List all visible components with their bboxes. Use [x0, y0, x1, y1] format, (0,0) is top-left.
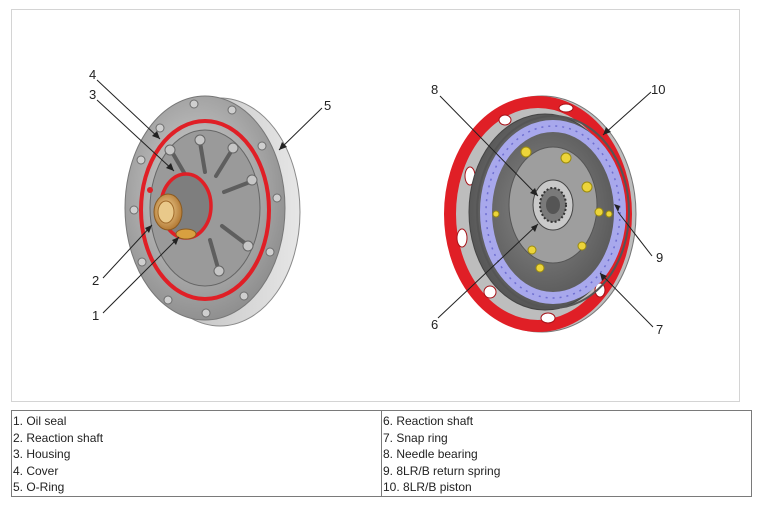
leader-lines: [96, 79, 654, 328]
pump-assembly-right: [444, 95, 637, 333]
callout-7: 7: [656, 322, 663, 337]
legend-item-reaction-shaft: 2. Reaction shaft: [13, 430, 104, 445]
legend-item-oil-seal: 1. Oil seal: [13, 414, 67, 428]
legend-left-cell: 1. Oil seal 2. Reaction shaft 3. Housing…: [11, 410, 382, 497]
callout-4: 4: [89, 67, 96, 82]
callout-2: 2: [92, 273, 99, 288]
callout-1: 1: [92, 308, 99, 323]
exploded-diagram: 4 3 5 2 1 8 10 9 6 7: [89, 67, 665, 337]
cover-bolt-holes: [129, 99, 282, 318]
legend-item-needle-bearing: 8. Needle bearing: [383, 447, 478, 462]
callout-6: 6: [431, 317, 438, 332]
legend-item-housing: 3. Housing: [13, 447, 71, 462]
red-outer-housing: [444, 96, 632, 332]
callout-5: 5: [324, 98, 331, 113]
pump-assembly-left: [124, 95, 301, 327]
legend-row: 1. Oil seal 2. Reaction shaft 3. Housing…: [11, 410, 752, 497]
legend-right-cell: 6. Reaction shaft 7. Snap ring 8. Needle…: [381, 410, 752, 497]
housing-ribs: [170, 140, 252, 270]
callout-3: 3: [89, 87, 96, 102]
snap-ring: [476, 115, 630, 309]
reaction-shaft-bore: [157, 200, 175, 224]
shaft-bore: [546, 196, 560, 214]
piston-bolts: [492, 146, 613, 273]
legend-item-o-ring: 5. O-Ring: [13, 480, 65, 495]
callout-10: 10: [651, 82, 665, 97]
callout-9: 9: [656, 250, 663, 265]
legend-table: 1. Oil seal 2. Reaction shaft 3. Housing…: [11, 410, 752, 497]
legend-item-return-spring: 9. 8LR/B return spring: [383, 463, 501, 478]
return-spring-coils: [485, 125, 621, 299]
callout-8: 8: [431, 82, 438, 97]
leader-arrowheads: [145, 127, 620, 281]
oil-seal: [175, 228, 197, 240]
legend-item-piston: 10. 8LR/B piston: [383, 480, 472, 495]
red-dot: [147, 187, 153, 193]
legend-item-cover: 4. Cover: [13, 463, 59, 478]
cover-red-ring: [139, 119, 271, 301]
legend-item-reaction-shaft-2: 6. Reaction shaft: [383, 414, 474, 428]
legend-item-snap-ring: 7. Snap ring: [383, 430, 448, 445]
housing-bosses: [164, 134, 258, 277]
